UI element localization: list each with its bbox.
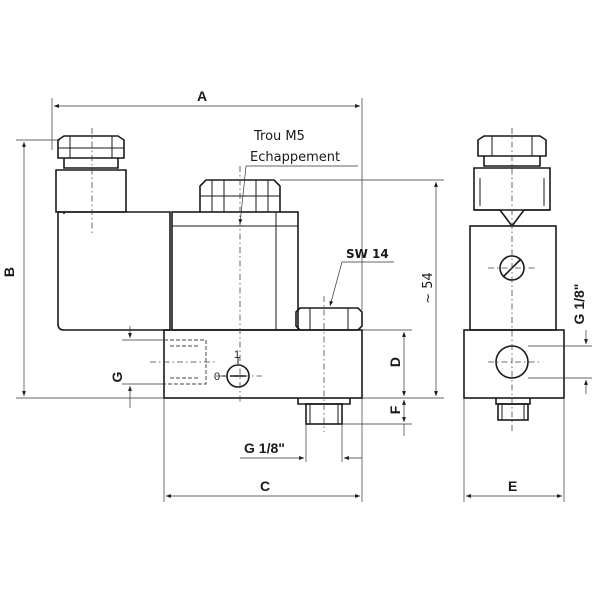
dim-b-label: B [1, 267, 17, 277]
valve-block [163, 329, 363, 399]
connector-nut [57, 135, 125, 169]
thread-side-label: G 1/8" [571, 284, 587, 325]
dim-e-label: E [508, 478, 517, 494]
connector-body [55, 169, 127, 213]
dimension-lines [16, 98, 592, 502]
dim-g-label: G [109, 371, 125, 382]
side-view [463, 128, 565, 432]
dim-d-label: D [387, 357, 403, 367]
dim-c-label: C [260, 478, 270, 494]
solenoid-body [171, 211, 299, 331]
dim-a-label: A [197, 88, 207, 104]
hole-label: Trou M5 [253, 129, 305, 144]
coil [57, 211, 171, 331]
side-body [469, 225, 557, 331]
dim-f-label: F [387, 405, 403, 414]
dim-height-label: ~ 54 [421, 272, 436, 304]
exhaust-label: Echappement [250, 150, 340, 165]
wrench-nut [295, 307, 363, 331]
manual-override [222, 358, 250, 388]
wrench-label: SW 14 [346, 247, 389, 261]
switch-on-label: 1 [234, 349, 240, 361]
thread-bottom-label: G 1/8" [244, 440, 285, 456]
switch-off-label: 0 [214, 371, 220, 383]
front-view [55, 128, 363, 432]
side-valve-block [463, 329, 565, 399]
